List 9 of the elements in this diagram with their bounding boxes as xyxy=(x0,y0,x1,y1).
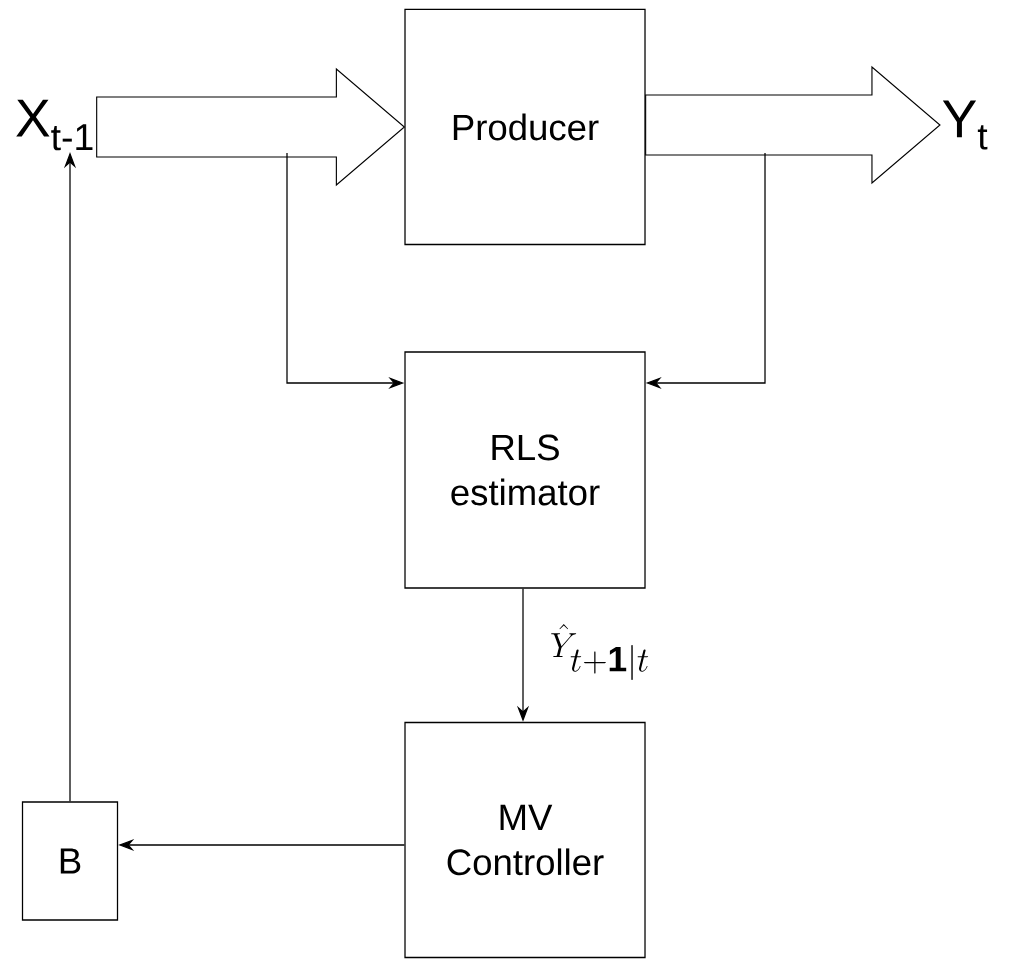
process-box: MV Controller xyxy=(404,721,646,959)
signal-label: Y$_{t}$ xyxy=(942,100,988,150)
process-box: RLS estimator xyxy=(404,351,646,589)
signal-label: X$_{t-1}$ xyxy=(16,99,93,151)
edge-label: $\hat{Y}_{t+\mathbf{1}|t}$ xyxy=(548,622,652,682)
block-arrow xyxy=(645,65,941,185)
block-arrow xyxy=(96,67,406,187)
process-box: B xyxy=(21,801,119,921)
process-box: Producer xyxy=(404,8,646,246)
